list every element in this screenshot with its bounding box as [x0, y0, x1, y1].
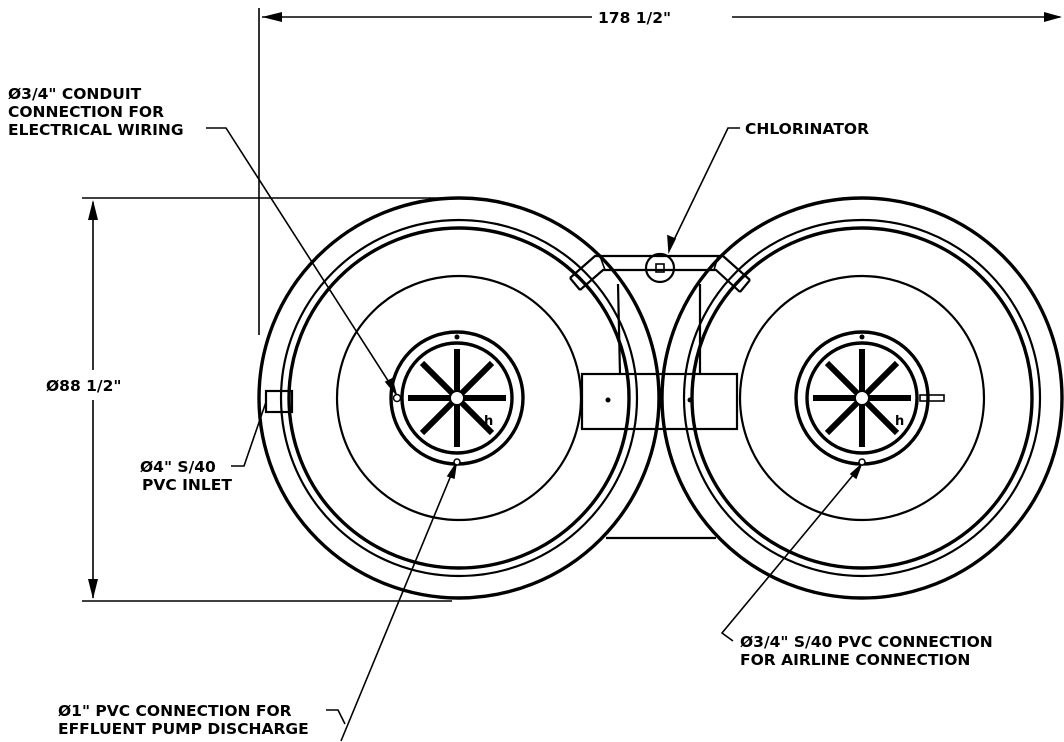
svg-text:h: h [484, 414, 493, 429]
callout-leaders [206, 127, 862, 742]
callout-labels: Ø3/4" CONDUIT CONNECTION FOR ELECTRICAL … [8, 85, 993, 738]
inlet-label-line2: PVC INLET [142, 476, 232, 494]
inlet-label-line1: Ø4" S/40 [140, 458, 216, 476]
effluent-label-line2: EFFLUENT PUMP DISCHARGE [58, 720, 309, 738]
chlorinator-body [644, 252, 676, 284]
diameter-label: Ø88 1/2" [46, 377, 121, 395]
conduit-label-line1: Ø3/4" CONDUIT [8, 85, 142, 103]
airline-stub [919, 394, 945, 402]
chlorinator-assembly [569, 252, 751, 293]
effluent-label-line1: Ø1" PVC CONNECTION FOR [58, 702, 292, 720]
right-tank: h [660, 196, 1064, 600]
pvc-inlet-stub [264, 389, 294, 414]
airline-label-line1: Ø3/4" S/40 PVC CONNECTION [740, 633, 993, 651]
diameter-dimension: Ø88 1/2" [46, 197, 452, 602]
tank-connector [580, 283, 739, 540]
conduit-label-line2: CONNECTION FOR [8, 103, 164, 121]
airline-label-line2: FOR AIRLINE CONNECTION [740, 651, 970, 669]
svg-text:h: h [895, 414, 904, 429]
overall-length-label: 178 1/2" [598, 9, 671, 27]
left-tank: h [257, 196, 661, 600]
chlorinator-label: CHLORINATOR [745, 120, 869, 138]
conduit-label-line3: ELECTRICAL WIRING [8, 121, 184, 139]
overall-length-dimension: 178 1/2" [258, 8, 1062, 335]
